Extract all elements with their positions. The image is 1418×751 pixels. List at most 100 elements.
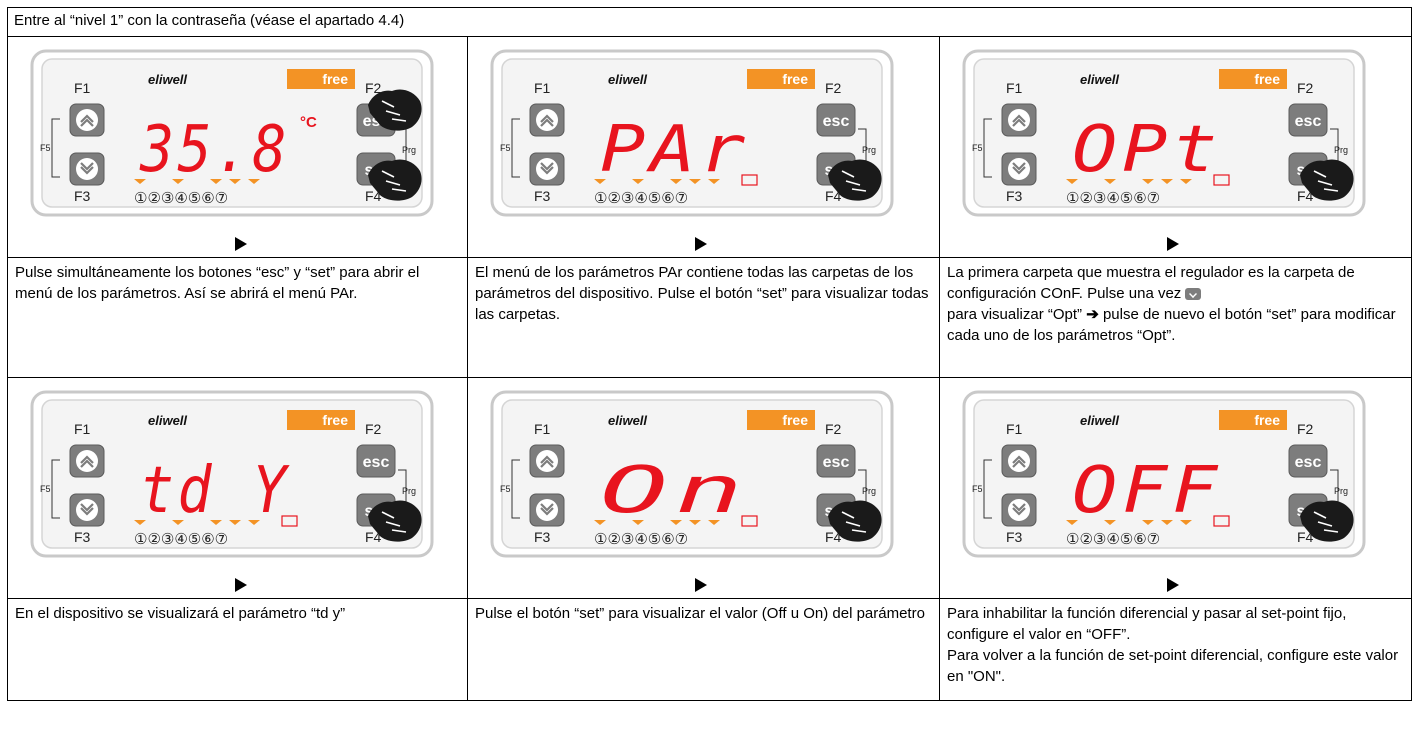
unit-label: °C — [300, 114, 317, 131]
svg-text:free: free — [782, 71, 808, 87]
up-button-icon — [69, 103, 105, 137]
f2-label: F2 — [365, 421, 382, 437]
f2-label: F2 — [825, 80, 842, 96]
f3-label: F3 — [1006, 529, 1023, 545]
svg-text:esc: esc — [1295, 113, 1322, 130]
down-button-icon — [1001, 152, 1037, 186]
controller-display: eliwellfreeF1F3F2F4F5PrgescsetPAr①②③④⑤⑥⑦ — [490, 49, 894, 217]
pressing-hand-icon — [368, 500, 422, 542]
caption-4: En el dispositivo se visualizará el pará… — [7, 598, 468, 701]
brand-logo: eliwell — [608, 413, 647, 428]
panel-cell-2: eliwellfreeF1F3F2F4F5PrgescsetPAr①②③④⑤⑥⑦ — [467, 36, 940, 258]
display-value: PAr — [600, 113, 750, 187]
down-button-icon — [69, 152, 105, 186]
f4-label: F4 — [825, 529, 842, 545]
svg-text:free: free — [322, 71, 348, 87]
f4-label: F4 — [365, 529, 382, 545]
led-indicators: ①②③④⑤⑥⑦ — [1066, 189, 1160, 207]
f4-label: F4 — [1297, 188, 1314, 204]
prg-label: Prg — [862, 486, 876, 496]
display-value: OFF — [1072, 454, 1222, 528]
svg-text:free: free — [1254, 71, 1280, 87]
f1-label: F1 — [534, 80, 551, 96]
f5-label: F5 — [500, 143, 511, 153]
prg-label: Prg — [402, 145, 416, 155]
f1-label: F1 — [1006, 421, 1023, 437]
controller-display: eliwellfreeF1F3F2F4F5Prgescsettd Y①②③④⑤⑥… — [30, 390, 434, 558]
prg-label: Prg — [1334, 486, 1348, 496]
abc-indicator-icon — [741, 174, 758, 186]
display-value: 35.8 — [139, 113, 290, 187]
next-arrow-icon — [695, 237, 707, 251]
next-arrow-icon — [1167, 578, 1179, 592]
svg-text:esc: esc — [823, 113, 850, 130]
pressing-hand-icon — [368, 89, 422, 131]
instruction-table: Entre al “nivel 1” con la contraseña (vé… — [6, 7, 1413, 701]
next-arrow-icon — [695, 578, 707, 592]
caption-5: Pulse el botón “set” para visualizar el … — [467, 598, 940, 701]
f1-label: F1 — [534, 421, 551, 437]
free-badge — [1219, 69, 1287, 89]
f2-label: F2 — [1297, 80, 1314, 96]
brand-logo: eliwell — [148, 413, 187, 428]
caption-3: La primera carpeta que muestra el regula… — [938, 257, 1413, 378]
led-indicators: ①②③④⑤⑥⑦ — [134, 530, 228, 548]
abc-indicator-icon — [1213, 174, 1230, 186]
panel-cell-6: eliwellfreeF1F3F2F4F5PrgescsetOFF①②③④⑤⑥⑦ — [938, 377, 1413, 599]
controller-display: eliwellfreeF1F3F2F4F5PrgescsetOFF①②③④⑤⑥⑦ — [962, 390, 1366, 558]
f5-label: F5 — [972, 143, 983, 153]
free-badge — [747, 410, 815, 430]
panel-cell-3: eliwellfreeF1F3F2F4F5PrgescsetOPt①②③④⑤⑥⑦ — [938, 36, 1413, 258]
led-indicators: ①②③④⑤⑥⑦ — [1066, 530, 1160, 548]
pressing-hand-icon — [1300, 500, 1354, 542]
up-button-icon — [529, 444, 565, 478]
right-arrow-icon: ➔ — [1086, 306, 1099, 323]
f1-label: F1 — [1006, 80, 1023, 96]
brand-logo: eliwell — [1080, 72, 1119, 87]
down-button-icon — [529, 152, 565, 186]
led-indicators: ①②③④⑤⑥⑦ — [134, 189, 228, 207]
abc-indicator-icon — [1213, 515, 1230, 527]
up-button-icon — [1001, 103, 1037, 137]
display-value: OPt — [1072, 113, 1222, 187]
controller-display: eliwellfreeF1F3F2F4F5PrgescsetOn①②③④⑤⑥⑦ — [490, 390, 894, 558]
f1-label: F1 — [74, 80, 91, 96]
controller-display: eliwellfreeF1F3F2F4F5PrgescsetOPt①②③④⑤⑥⑦ — [962, 49, 1366, 217]
prg-label: Prg — [402, 486, 416, 496]
led-indicators: ①②③④⑤⑥⑦ — [594, 189, 688, 207]
esc-button: esc — [356, 444, 396, 478]
next-arrow-icon — [1167, 237, 1179, 251]
prg-label: Prg — [1334, 145, 1348, 155]
esc-button: esc — [1288, 444, 1328, 478]
abc-indicator-icon — [741, 515, 758, 527]
f5-label: F5 — [40, 484, 51, 494]
abc-indicator-icon — [281, 515, 298, 527]
esc-button: esc — [816, 444, 856, 478]
brand-logo: eliwell — [608, 72, 647, 87]
f4-label: F4 — [825, 188, 842, 204]
f2-label: F2 — [365, 80, 382, 96]
pressing-hand-icon — [828, 159, 882, 201]
led-indicators: ①②③④⑤⑥⑦ — [594, 530, 688, 548]
f4-label: F4 — [365, 188, 382, 204]
panel-cell-5: eliwellfreeF1F3F2F4F5PrgescsetOn①②③④⑤⑥⑦ — [467, 377, 940, 599]
f3-label: F3 — [534, 529, 551, 545]
f4-label: F4 — [1297, 529, 1314, 545]
brand-logo: eliwell — [1080, 413, 1119, 428]
free-badge — [1219, 410, 1287, 430]
f3-label: F3 — [74, 188, 91, 204]
f3-label: F3 — [1006, 188, 1023, 204]
svg-text:esc: esc — [363, 454, 390, 471]
svg-text:free: free — [1254, 412, 1280, 428]
pressing-hand-icon — [828, 500, 882, 542]
free-badge — [287, 69, 355, 89]
f1-label: F1 — [74, 421, 91, 437]
up-button-icon — [529, 103, 565, 137]
free-badge — [287, 410, 355, 430]
esc-button: esc — [816, 103, 856, 137]
f5-label: F5 — [500, 484, 511, 494]
down-button-icon — [1001, 493, 1037, 527]
down-button-icon — [1185, 288, 1202, 301]
next-arrow-icon — [235, 578, 247, 592]
caption-6: Para inhabilitar la función diferencial … — [938, 598, 1413, 701]
